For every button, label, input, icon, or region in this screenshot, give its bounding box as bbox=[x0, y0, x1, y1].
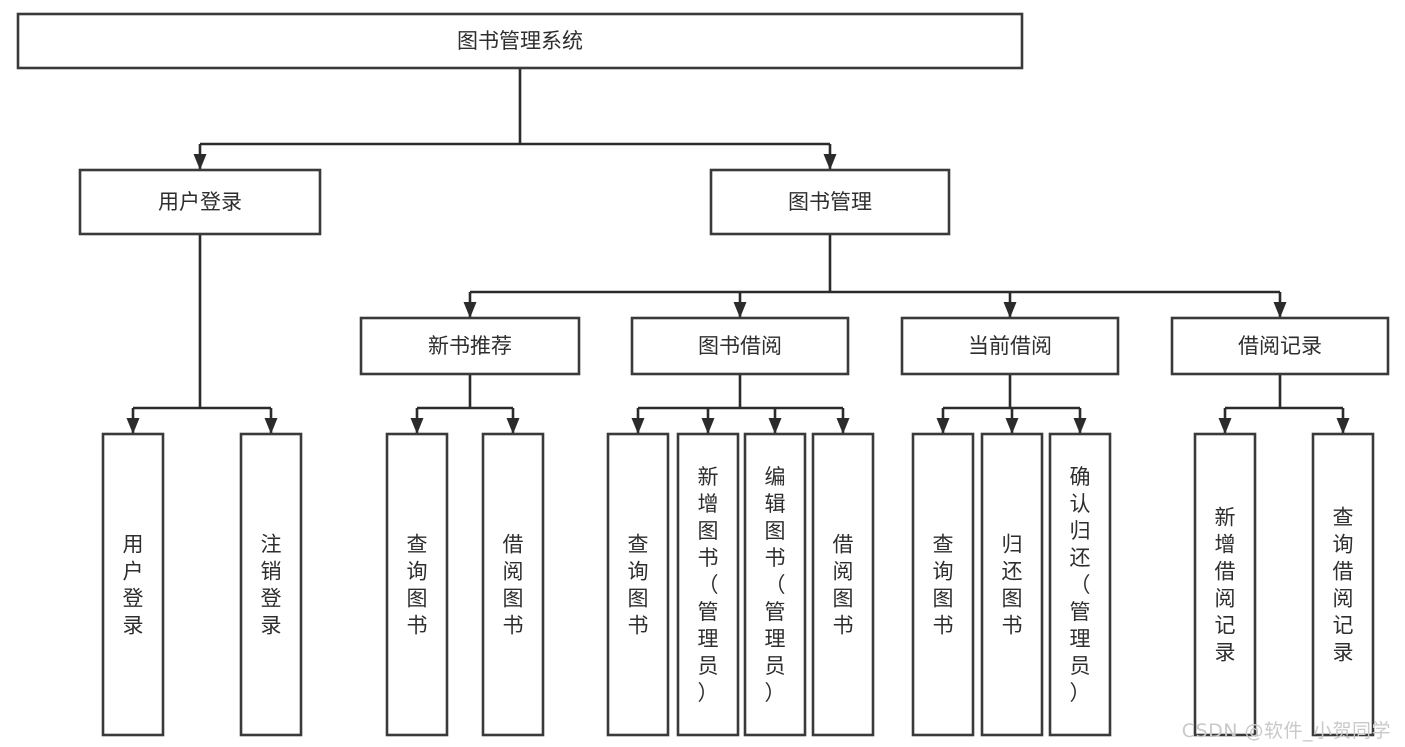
node-label-leaf-add-book: 新增图书（管理员） bbox=[698, 465, 719, 705]
node-label-leaf-confirm-return: 确认归还（管理员） bbox=[1070, 465, 1091, 705]
node-leaf-add-record[interactable]: 新增借阅记录 bbox=[1193, 432, 1257, 737]
node-label-leaf-query-book-3: 查询图书 bbox=[933, 533, 954, 638]
node-box-leaf-borrow-book-2[interactable] bbox=[811, 432, 875, 737]
node-label-leaf-borrow-book-1: 借阅图书 bbox=[503, 533, 524, 638]
connector-arrowhead-icon bbox=[126, 418, 140, 434]
node-leaf-query-book-2[interactable]: 查询图书 bbox=[606, 432, 670, 737]
node-box-leaf-return-book[interactable] bbox=[980, 432, 1044, 737]
node-leaf-user-login[interactable]: 用户登录 bbox=[101, 432, 165, 737]
node-leaf-query-record[interactable]: 查询借阅记录 bbox=[1311, 432, 1375, 737]
node-label-book-borrow: 图书借阅 bbox=[698, 334, 782, 358]
node-label-root: 图书管理系统 bbox=[457, 29, 583, 53]
connector-arrowhead-icon bbox=[463, 302, 477, 318]
connector-arrowhead-icon bbox=[264, 418, 278, 434]
node-box-new-book-recommend[interactable] bbox=[359, 316, 581, 376]
node-borrow-record[interactable]: 借阅记录 bbox=[1170, 316, 1390, 376]
node-label-leaf-return-book: 归还图书 bbox=[1002, 533, 1023, 638]
node-box-user-login[interactable] bbox=[78, 168, 322, 236]
connector-arrowhead-icon bbox=[1273, 302, 1287, 318]
watermark-text: CSDN @软件_小贺同学 bbox=[1181, 720, 1391, 742]
node-label-leaf-query-book-2: 查询图书 bbox=[628, 533, 649, 638]
node-label-leaf-edit-book: 编辑图书（管理员） bbox=[765, 465, 786, 705]
node-label-leaf-query-record: 查询借阅记录 bbox=[1333, 506, 1354, 665]
node-leaf-query-book-1[interactable]: 查询图书 bbox=[385, 432, 449, 737]
nodes-layer: 图书管理系统用户登录图书管理新书推荐图书借阅当前借阅借阅记录用户登录注销登录查询… bbox=[16, 12, 1390, 737]
connector-arrowhead-icon bbox=[1336, 418, 1350, 434]
node-current-borrow[interactable]: 当前借阅 bbox=[900, 316, 1120, 376]
node-box-book-manage[interactable] bbox=[709, 168, 951, 236]
node-box-current-borrow[interactable] bbox=[900, 316, 1120, 376]
node-label-new-book-recommend: 新书推荐 bbox=[428, 334, 512, 358]
node-box-borrow-record[interactable] bbox=[1170, 316, 1390, 376]
node-label-user-login: 用户登录 bbox=[158, 190, 242, 214]
connector-arrowhead-icon bbox=[733, 302, 747, 318]
node-box-leaf-query-book-2[interactable] bbox=[606, 432, 670, 737]
node-leaf-confirm-return[interactable]: 确认归还（管理员） bbox=[1048, 432, 1112, 737]
node-box-book-borrow[interactable] bbox=[630, 316, 850, 376]
connector-arrowhead-icon bbox=[768, 418, 782, 434]
node-leaf-return-book[interactable]: 归还图书 bbox=[980, 432, 1044, 737]
node-box-leaf-user-login[interactable] bbox=[101, 432, 165, 737]
node-box-leaf-logout[interactable] bbox=[239, 432, 303, 737]
node-box-leaf-add-record[interactable] bbox=[1193, 432, 1257, 737]
node-root[interactable]: 图书管理系统 bbox=[16, 12, 1024, 70]
node-book-borrow[interactable]: 图书借阅 bbox=[630, 316, 850, 376]
node-box-leaf-borrow-book-1[interactable] bbox=[481, 432, 545, 737]
node-leaf-edit-book[interactable]: 编辑图书（管理员） bbox=[743, 432, 807, 737]
node-box-leaf-query-book-1[interactable] bbox=[385, 432, 449, 737]
connectors-layer bbox=[126, 68, 1350, 434]
node-book-manage[interactable]: 图书管理 bbox=[709, 168, 951, 236]
node-label-borrow-record: 借阅记录 bbox=[1238, 334, 1322, 358]
node-box-leaf-add-book[interactable] bbox=[676, 432, 740, 737]
node-new-book-recommend[interactable]: 新书推荐 bbox=[359, 316, 581, 376]
node-box-leaf-confirm-return[interactable] bbox=[1048, 432, 1112, 737]
node-label-book-manage: 图书管理 bbox=[788, 190, 872, 214]
node-label-leaf-query-book-1: 查询图书 bbox=[407, 533, 428, 638]
connector-arrowhead-icon bbox=[1003, 302, 1017, 318]
node-box-leaf-edit-book[interactable] bbox=[743, 432, 807, 737]
connector-arrowhead-icon bbox=[1218, 418, 1232, 434]
node-label-current-borrow: 当前借阅 bbox=[968, 334, 1052, 358]
node-box-leaf-query-book-3[interactable] bbox=[911, 432, 975, 737]
node-label-leaf-user-login: 用户登录 bbox=[123, 533, 144, 638]
node-label-leaf-add-record: 新增借阅记录 bbox=[1215, 506, 1236, 665]
node-leaf-borrow-book-1[interactable]: 借阅图书 bbox=[481, 432, 545, 737]
node-label-leaf-logout: 注销登录 bbox=[261, 533, 282, 638]
connector-arrowhead-icon bbox=[631, 418, 645, 434]
node-box-leaf-query-record[interactable] bbox=[1311, 432, 1375, 737]
connector-arrowhead-icon bbox=[1073, 418, 1087, 434]
connector-arrowhead-icon bbox=[836, 418, 850, 434]
node-box-root[interactable] bbox=[16, 12, 1024, 70]
connector-arrowhead-icon bbox=[936, 418, 950, 434]
node-user-login[interactable]: 用户登录 bbox=[78, 168, 322, 236]
connector-arrowhead-icon bbox=[410, 418, 424, 434]
node-leaf-borrow-book-2[interactable]: 借阅图书 bbox=[811, 432, 875, 737]
node-leaf-query-book-3[interactable]: 查询图书 bbox=[911, 432, 975, 737]
connector-arrowhead-icon bbox=[193, 154, 207, 170]
connector-arrowhead-icon bbox=[823, 154, 837, 170]
node-label-leaf-borrow-book-2: 借阅图书 bbox=[833, 533, 854, 638]
node-leaf-add-book[interactable]: 新增图书（管理员） bbox=[676, 432, 740, 737]
connector-arrowhead-icon bbox=[1005, 418, 1019, 434]
node-leaf-logout[interactable]: 注销登录 bbox=[239, 432, 303, 737]
connector-arrowhead-icon bbox=[506, 418, 520, 434]
connector-arrowhead-icon bbox=[701, 418, 715, 434]
